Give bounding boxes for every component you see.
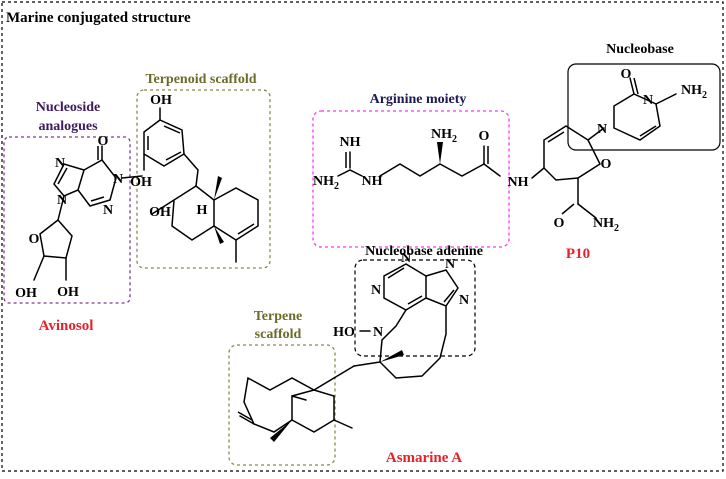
- terpenoid-label: Terpenoid scaffold: [145, 72, 256, 87]
- asmarine-n3: N: [401, 251, 411, 266]
- arginine-carbonyl-o: O: [479, 129, 490, 144]
- avinosol-n1: N: [113, 172, 123, 187]
- avinosol-n9: N: [57, 193, 67, 208]
- p10-n3: N: [643, 93, 653, 108]
- terpene-label-line1: Terpene: [254, 309, 302, 324]
- avinosol-n7: N: [55, 156, 65, 171]
- p10-carbonyl-o: O: [621, 67, 632, 82]
- nucleobase-region-box: [567, 63, 721, 151]
- figure-title: Marine conjugated structure: [6, 10, 191, 26]
- avinosol-oh-1: OH: [15, 286, 37, 301]
- arginine-label: Arginine moiety: [370, 92, 467, 107]
- arginine-structure: [337, 142, 501, 177]
- terpenoid-oh-low: OH: [149, 205, 171, 220]
- arginine-nh-link: NH: [362, 174, 383, 189]
- avinosol-name: Avinosol: [39, 318, 94, 334]
- asmarine-n1: N: [371, 283, 381, 298]
- avinosol-ring-o: O: [29, 232, 40, 247]
- asmarine-name: Asmarine A: [386, 450, 462, 466]
- asmarine-n-hydroxy: N: [373, 325, 383, 340]
- avinosol-carbonyl-o: O: [98, 134, 109, 149]
- arginine-nh-imine: NH: [340, 135, 361, 150]
- outer-frame: [1, 1, 724, 472]
- avinosol-n3: N: [103, 203, 113, 218]
- adenine-label: Nucleobase adenine: [365, 244, 483, 259]
- p10-nh2: NH2: [681, 83, 707, 101]
- p10-ring-o: O: [601, 157, 612, 172]
- arginine-amide-nh: NH: [508, 175, 529, 190]
- p10-amide-nh2: NH2: [593, 216, 619, 234]
- arginine-nh2-alpha: NH2: [431, 127, 457, 145]
- arginine-region-box: [312, 110, 510, 248]
- terpene-region-box: [228, 344, 336, 466]
- terpenoid-structure: [143, 107, 259, 263]
- p10-name: P10: [566, 246, 590, 262]
- arginine-nh2-left: NH2: [313, 174, 339, 192]
- terpenoid-oh-top: OH: [150, 93, 172, 108]
- nucleobase-label: Nucleobase: [606, 42, 674, 57]
- asmarine-ho: HO: [333, 325, 355, 340]
- terpene-label-line2: scaffold: [255, 327, 302, 342]
- avinosol-structure: [33, 145, 143, 281]
- adenine-region-box: [354, 259, 476, 357]
- asmarine-n9: N: [459, 293, 469, 308]
- p10-amide-o: O: [554, 216, 565, 231]
- p10-structure: [531, 77, 677, 219]
- avinosol-oh-2: OH: [57, 285, 79, 300]
- nucleoside-region-box: [3, 136, 131, 304]
- terpenoid-region-box: [136, 89, 271, 269]
- asmarine-structure: [237, 263, 459, 442]
- terpenoid-h: H: [197, 203, 208, 218]
- terpenoid-oh-mid: OH: [130, 175, 152, 190]
- nucleoside-label-line2: analogues: [38, 119, 98, 134]
- nucleoside-label-line1: Nucleoside: [36, 100, 101, 115]
- p10-n1: N: [597, 122, 607, 137]
- asmarine-n7: N: [445, 257, 455, 272]
